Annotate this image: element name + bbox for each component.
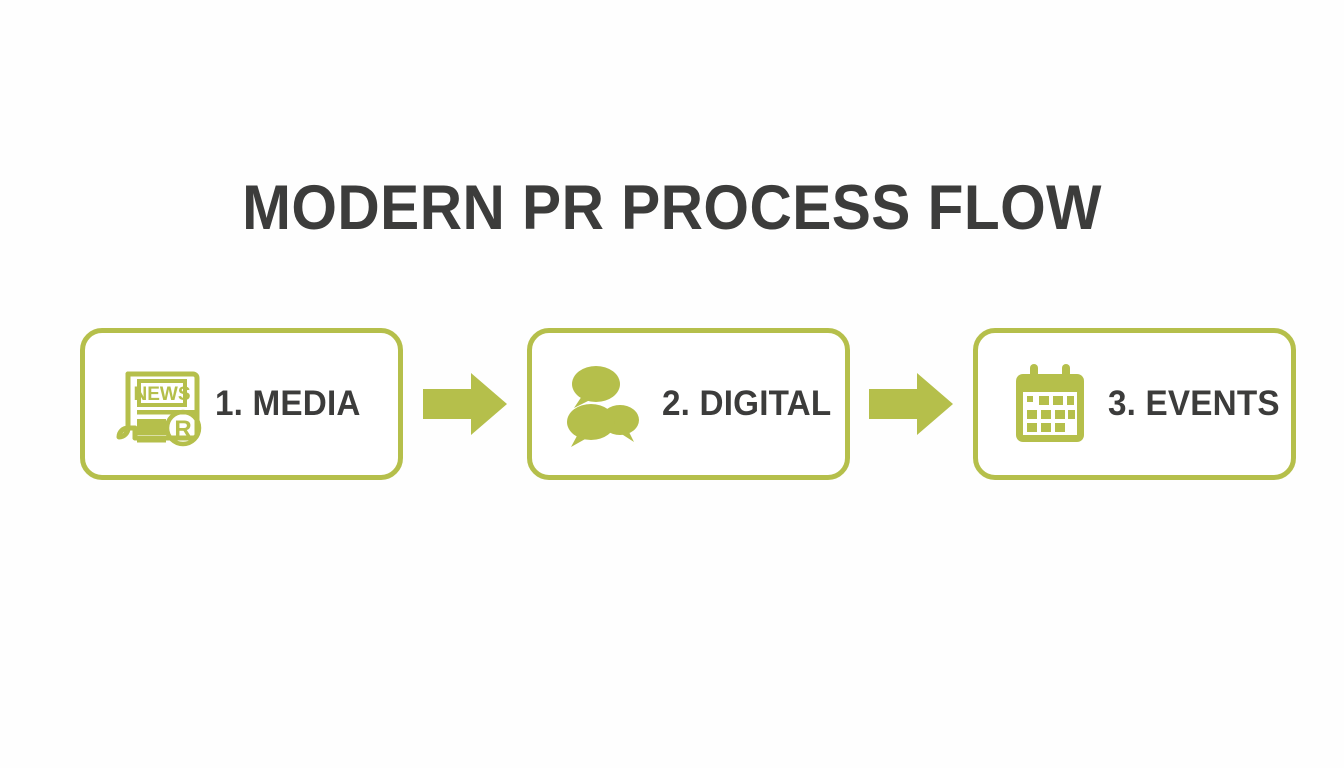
arrow-right-icon-1 bbox=[421, 371, 509, 437]
svg-text:NEWS: NEWS bbox=[134, 384, 191, 405]
arrow-right-icon-2 bbox=[867, 371, 955, 437]
step-card-events[interactable]: 3. EVENTS bbox=[973, 328, 1296, 480]
step-card-media[interactable]: NEWS R 1. MEDIA bbox=[80, 328, 403, 480]
newspaper-icon: NEWS R bbox=[111, 358, 205, 450]
page-title: MODERN PR PROCESS FLOW bbox=[242, 173, 1102, 243]
speech-bubbles-icon bbox=[558, 358, 652, 450]
step-label-digital: 2. DIGITAL bbox=[661, 384, 831, 423]
step-label-events: 3. EVENTS bbox=[1108, 384, 1280, 423]
step-label-media: 1. MEDIA bbox=[215, 384, 361, 423]
process-flow-row: NEWS R 1. MEDIA bbox=[80, 328, 1296, 480]
step-card-digital[interactable]: 2. DIGITAL bbox=[526, 328, 850, 480]
calendar-icon bbox=[1004, 358, 1098, 450]
svg-text:R: R bbox=[174, 416, 191, 443]
